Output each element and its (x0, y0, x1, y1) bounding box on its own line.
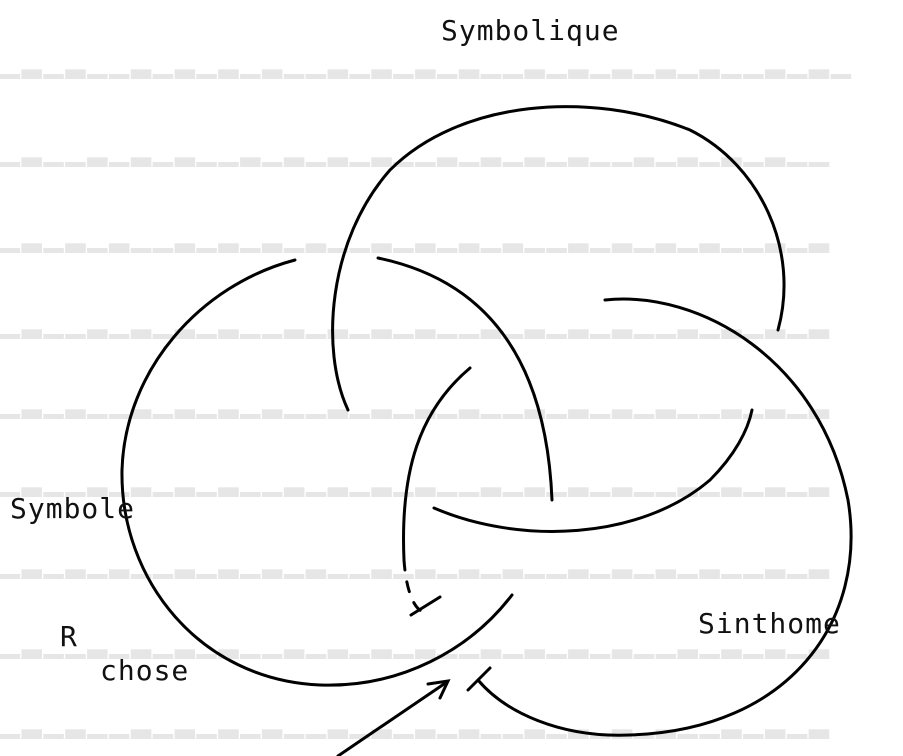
ring-sinthome-inner-arc (404, 368, 470, 560)
ring-sinthome-dashed-end (404, 560, 424, 612)
label-sinthome: Sinthome (698, 607, 841, 640)
label-chose: chose (100, 654, 189, 687)
label-r: R (60, 620, 78, 653)
ring-symbole-inner-arc (434, 410, 752, 531)
crossing-tick (468, 668, 490, 690)
ring-symbolique-inner-arc (378, 258, 552, 500)
pointer-arrow-shaft (338, 684, 444, 756)
label-symbolique: Symbolique (441, 14, 620, 47)
ring-symbole-arc (122, 260, 512, 685)
ring-sinthome-arc (478, 299, 851, 735)
ring-symbolique-arc (333, 107, 784, 410)
label-symbole: Symbole (10, 492, 135, 525)
